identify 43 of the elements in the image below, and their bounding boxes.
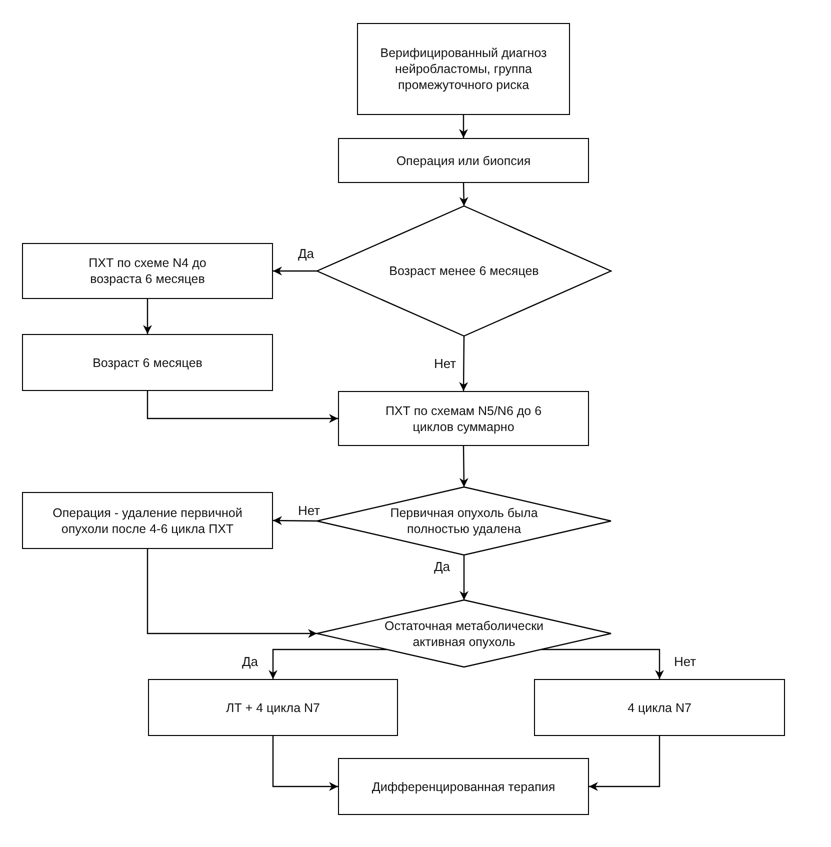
arrow — [459, 446, 468, 487]
arrow — [273, 266, 317, 276]
edge-label: Да — [432, 559, 452, 574]
edge-label: Да — [296, 246, 316, 261]
arrow — [589, 736, 660, 791]
edge-label: Да — [240, 654, 260, 669]
edge-label: Нет — [672, 654, 698, 669]
node-label: Операция - удаление первичной опухоли после 4-6 цикла ПХТ — [52, 504, 244, 536]
arrow — [143, 299, 152, 334]
arrow — [146, 549, 317, 638]
decision-diamond — [317, 600, 611, 667]
process-box — [534, 679, 785, 736]
node-label: 4 цикла N7 — [626, 700, 692, 716]
arrow — [540, 648, 664, 679]
process-box — [338, 138, 589, 183]
arrow — [459, 182, 468, 206]
arrow — [273, 516, 317, 526]
arrow — [146, 391, 338, 423]
arrow — [268, 648, 388, 679]
node-label: ПХТ по схеме N4 до возраста 6 месяцев — [88, 255, 208, 287]
process-box — [22, 492, 273, 549]
arrow — [460, 555, 468, 600]
node-label: Операция или биопсия — [395, 152, 532, 168]
arrow — [459, 115, 468, 138]
node-label: ПХТ по схемам N5/N6 до 6 циклов суммарно — [384, 402, 543, 434]
node-label: Верифицированный диагноз нейробластомы, группа промежуточного риска — [379, 45, 548, 93]
decision-diamond — [317, 206, 611, 336]
process-box — [357, 23, 570, 115]
edge-label: Нет — [432, 356, 458, 371]
node-label: Первичная опухоль была полностью удалена — [389, 505, 539, 537]
edge-label: Нет — [296, 503, 322, 518]
process-box — [148, 679, 398, 736]
node-label: Дифференцированная терапия — [370, 778, 556, 794]
node-label: Возраст 6 месяцев — [92, 354, 204, 370]
arrow — [459, 336, 468, 391]
process-box — [338, 758, 589, 815]
process-box — [22, 334, 273, 391]
arrow — [272, 736, 338, 791]
node-label: ЛТ + 4 цикла N7 — [225, 700, 321, 716]
node-label: Возраст менее 6 месяцев — [389, 263, 539, 279]
node-label: Остаточная метаболически активная опухоль — [383, 618, 545, 650]
process-box — [338, 391, 589, 446]
process-box — [22, 243, 273, 299]
